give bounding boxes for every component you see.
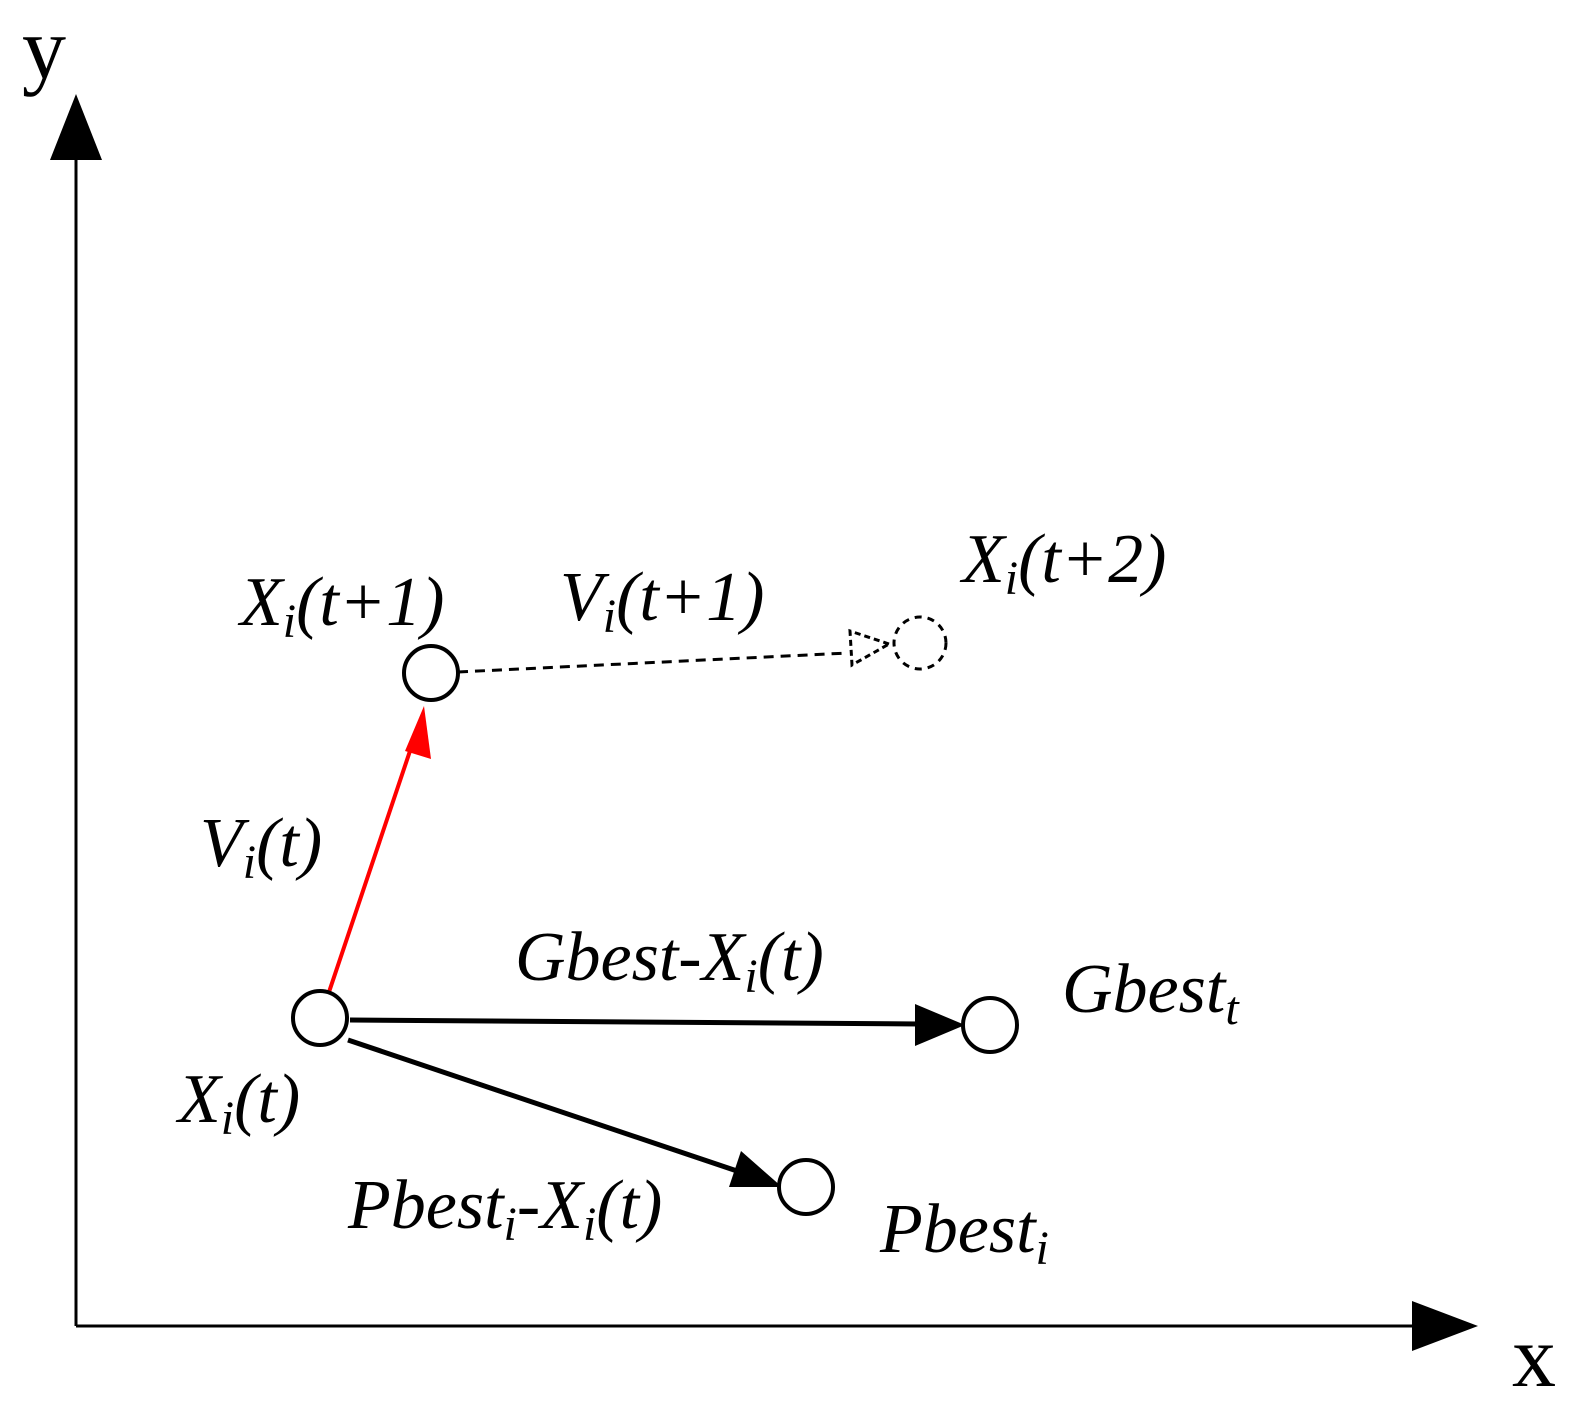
velocity-vector-t-arrowhead — [405, 706, 431, 759]
label-v-t1: Vi(t+1) — [560, 559, 764, 643]
pbest-vector-arrowhead — [729, 1151, 782, 1187]
label-v-t: Vi(t) — [200, 805, 322, 889]
pbest-vector — [347, 1037, 741, 1175]
y-axis-label: y — [22, 1, 66, 98]
y-axis-arrowhead — [50, 94, 102, 160]
particle-current-node — [291, 989, 349, 1047]
particle-future-node — [892, 615, 948, 671]
gbest-node — [961, 996, 1019, 1054]
pbest-node — [777, 1158, 835, 1216]
velocity-vector-t1 — [457, 651, 849, 674]
gbest-vector-arrowhead — [915, 1004, 965, 1046]
label-x-t: Xi(t) — [175, 1061, 300, 1145]
label-gbest: Gbestt — [1062, 951, 1240, 1035]
particle-next-node — [402, 644, 460, 702]
label-x-t2: Xi(t+2) — [959, 521, 1166, 605]
label-gbest-diff: Gbest-Xi(t) — [515, 919, 824, 1003]
label-pbest-diff: Pbesti-Xi(t) — [347, 1167, 662, 1251]
label-pbest: Pbesti — [879, 1191, 1049, 1275]
velocity-vector-t1-arrowhead — [848, 628, 893, 668]
x-axis-arrowhead — [1412, 1301, 1478, 1351]
velocity-vector-t — [326, 744, 414, 996]
gbest-vector — [349, 1017, 921, 1027]
x-axis-label: x — [1512, 1309, 1556, 1404]
label-x-t1: Xi(t+1) — [237, 564, 444, 648]
